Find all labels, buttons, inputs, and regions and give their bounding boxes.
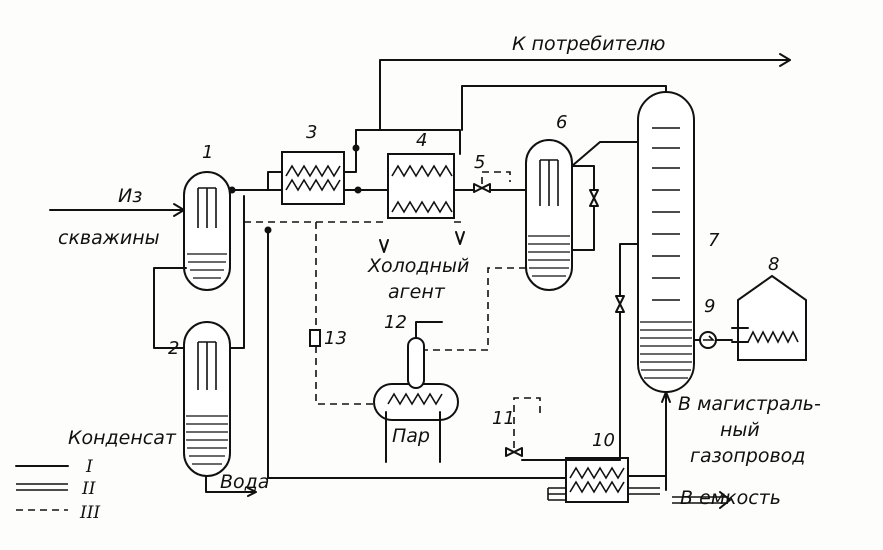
junction-dots (228, 144, 362, 234)
number-7: 7 (708, 230, 720, 251)
number-11: 11 (492, 408, 515, 429)
number-8: 8 (768, 254, 779, 275)
number-1: 1 (202, 142, 213, 163)
drum-13 (309, 329, 321, 347)
number-6: 6 (556, 112, 567, 133)
label-to-tank: В емкость (680, 487, 781, 509)
heat-exchanger-10 (565, 457, 629, 503)
pump-9 (699, 331, 717, 349)
legend-label-3: III (79, 503, 100, 523)
pipes-dashed (244, 221, 526, 405)
number-13: 13 (324, 328, 347, 349)
label-condensate: Конденсат (68, 427, 177, 449)
label-pipeline-2: ный (720, 419, 760, 441)
valve-upper (589, 189, 599, 207)
label-water: Вода (220, 471, 269, 493)
label-cold-agent-1: Холодный (367, 255, 469, 277)
legend-label-2: II (81, 479, 96, 499)
number-10: 10 (592, 430, 615, 451)
arrow-cold-agent-left (379, 239, 389, 253)
number-9: 9 (704, 296, 715, 317)
label-pipeline-3: газопровод (690, 445, 805, 467)
heat-exchanger-4 (387, 153, 455, 219)
separator-1 (183, 171, 231, 291)
label-pipeline-1: В магистраль- (678, 393, 821, 415)
arrow-cold-agent-right (455, 231, 465, 245)
furnace-8 (731, 274, 807, 361)
label-from-well-2: скважины (58, 227, 160, 249)
pipes-double (547, 487, 728, 504)
reboiler-12 (373, 321, 459, 463)
legend-label-1: I (85, 457, 93, 477)
arrow-pipeline (661, 391, 671, 403)
pipes-solid (49, 59, 791, 497)
column-7 (637, 91, 695, 393)
legend: I II III (15, 457, 100, 523)
number-5: 5 (474, 152, 485, 173)
label-from-well-1: Из (118, 185, 142, 207)
separator-2 (183, 321, 231, 477)
arrow-consumer (779, 53, 791, 67)
number-2: 2 (168, 338, 179, 359)
number-4: 4 (416, 130, 427, 151)
valve-lower (615, 295, 625, 313)
label-to-consumer: К потребителю (512, 33, 665, 55)
heat-exchanger-3 (281, 151, 345, 205)
valve-11 (505, 397, 541, 457)
label-steam: Пар (392, 425, 430, 447)
arrow-to-tank (719, 491, 731, 509)
separator-6 (525, 139, 573, 291)
number-12: 12 (384, 312, 407, 333)
number-3: 3 (306, 122, 317, 143)
label-cold-agent-2: агент (388, 281, 446, 303)
